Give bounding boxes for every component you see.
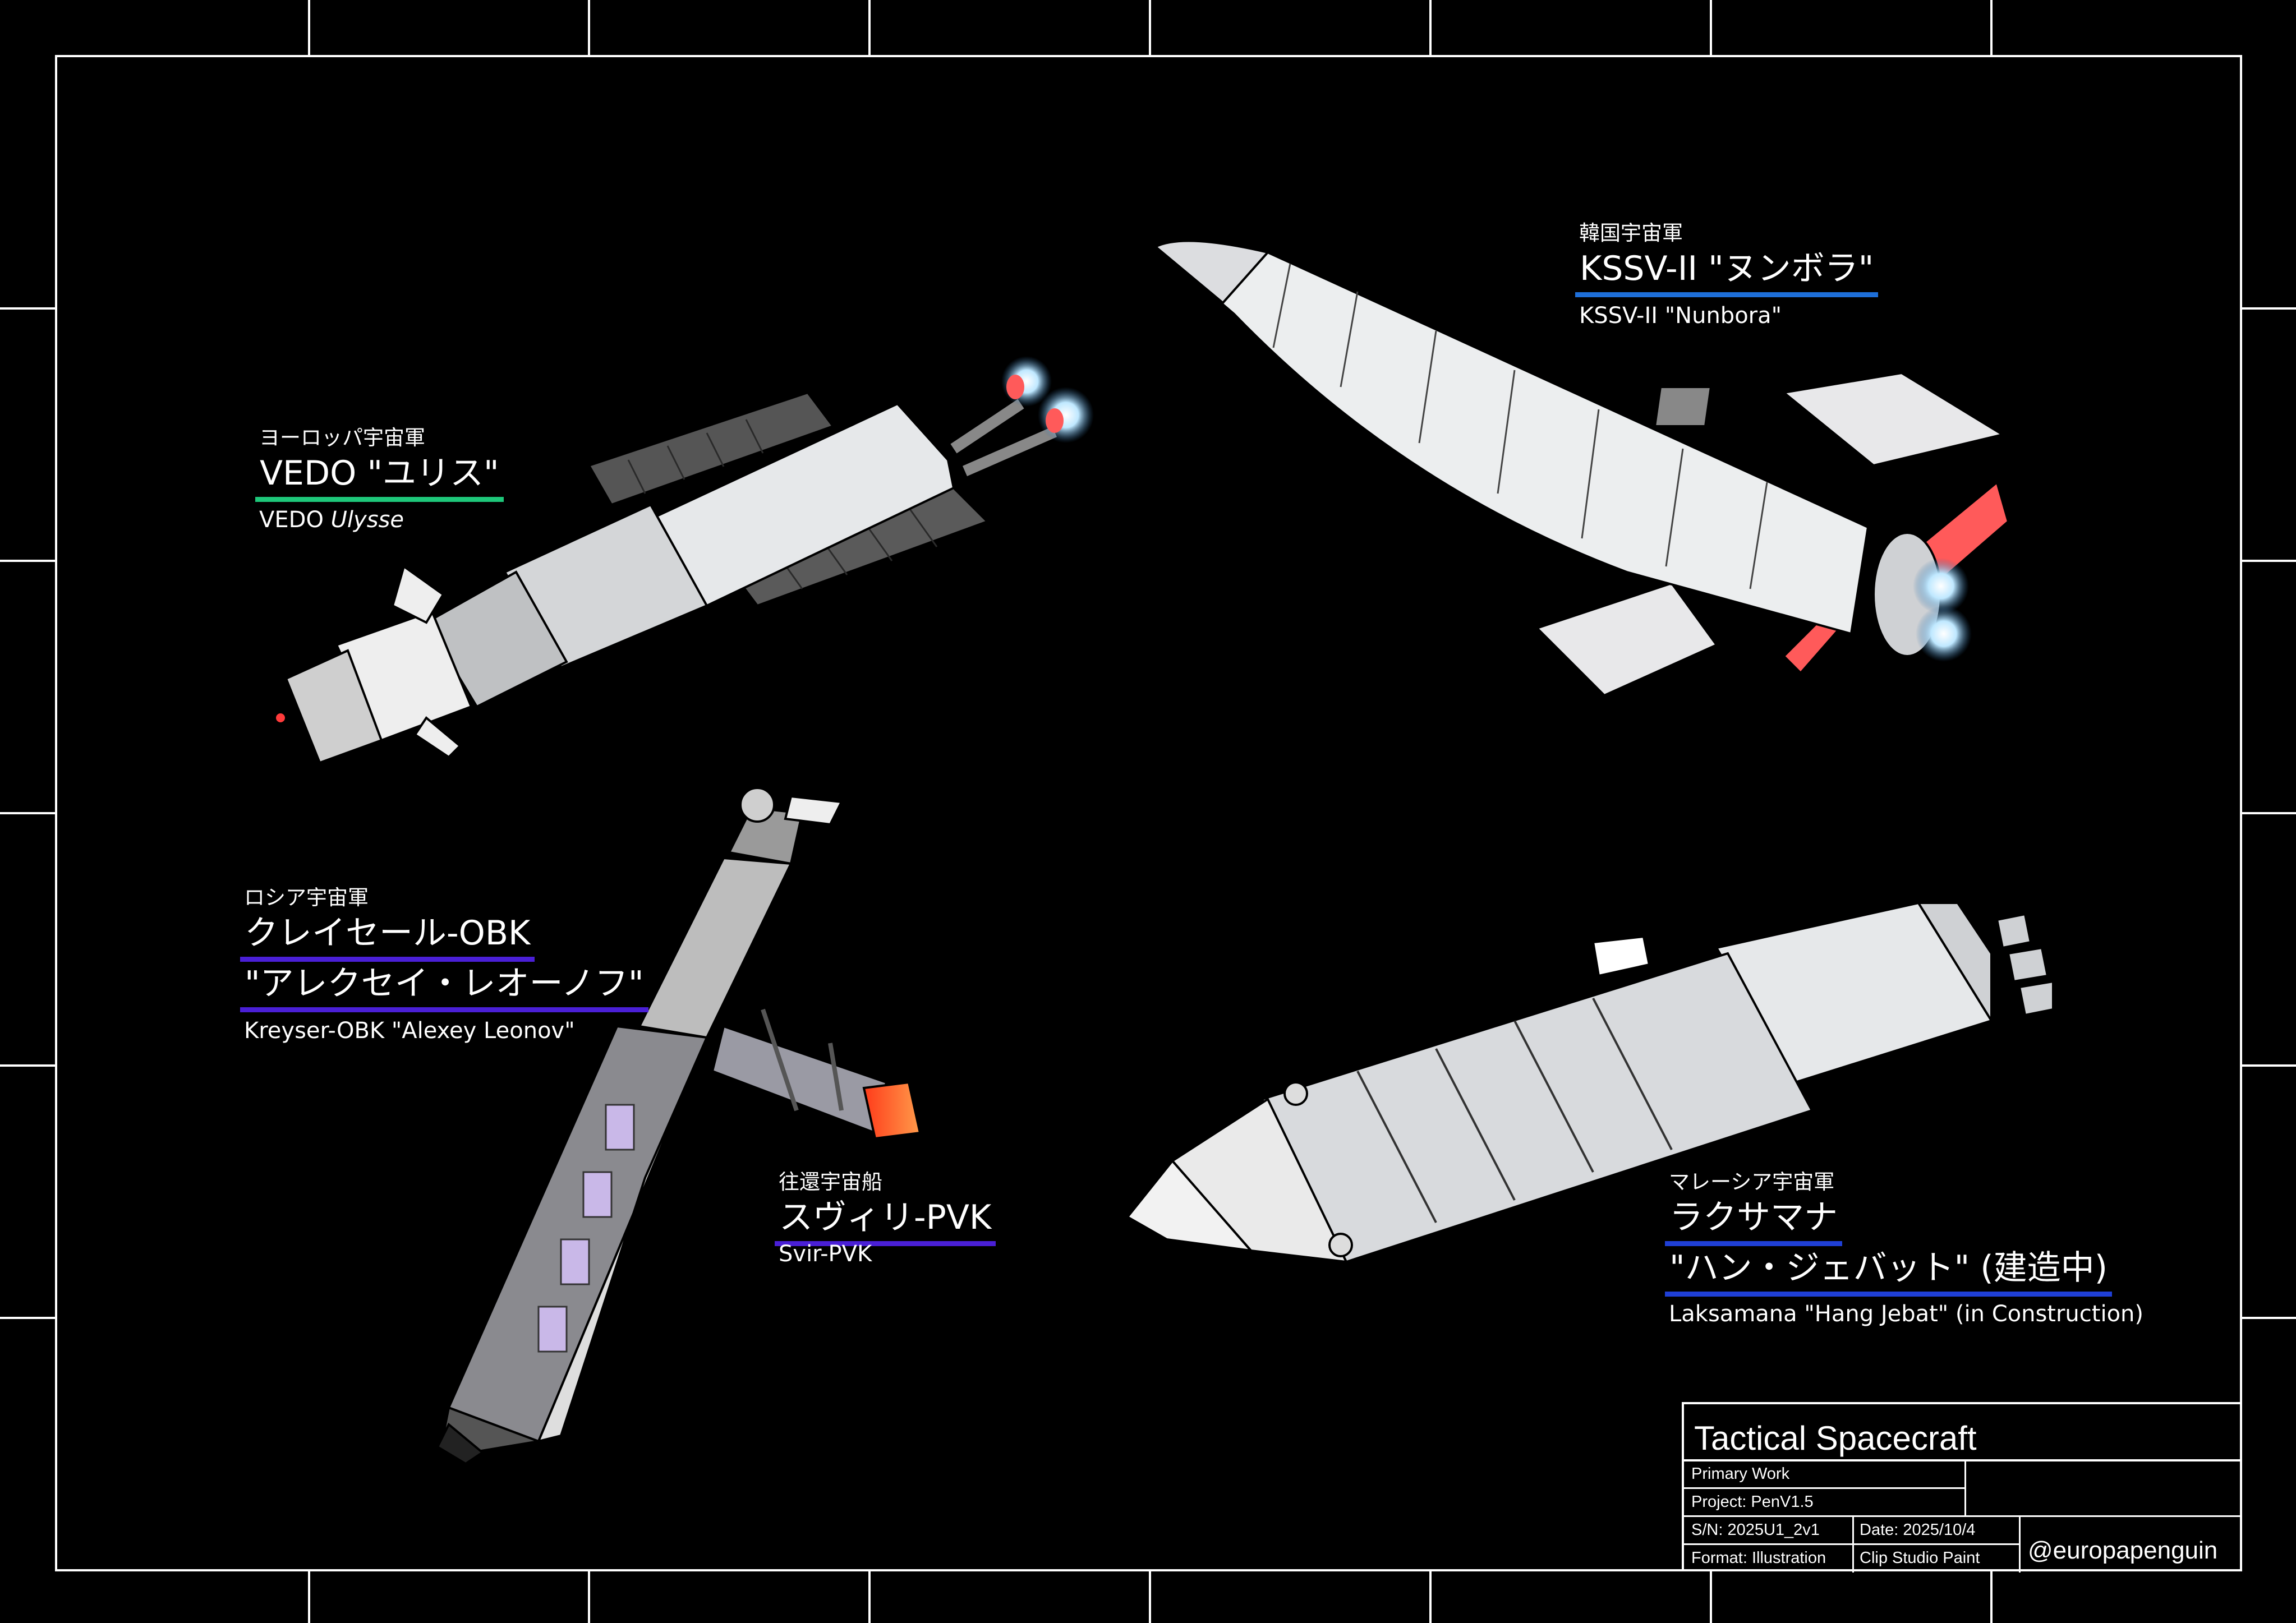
vedo-ulysse-illustration — [274, 391, 1057, 764]
russia-name-line1-text: クレイセール-OBK — [240, 913, 535, 962]
kssv-engine-plumes — [1913, 558, 1972, 662]
vedo-name-label: VEDO "ユリス" — [255, 453, 504, 502]
malaysia-name-line2: "ハン・ジェバット" (建造中) — [1665, 1248, 2113, 1297]
title-block-handle: @europapenguin — [2028, 1537, 2218, 1564]
svir-pvk-illustration — [711, 1008, 922, 1140]
russia-name-line2-text: "アレクセイ・レオーノフ" — [240, 963, 648, 1012]
vedo-sub-italic: Ulysse — [330, 507, 404, 533]
title-block — [1682, 1402, 2241, 1573]
malaysia-name-line1: ラクサマナ — [1665, 1197, 1842, 1246]
malaysia-agency-label: マレーシア宇宙軍 — [1669, 1170, 1835, 1194]
title-block-date: Date: 2025/10/4 — [1860, 1521, 1976, 1539]
svir-name-label: スヴィリ-PVK — [775, 1197, 996, 1246]
vedo-sub-prefix: VEDO — [259, 507, 331, 533]
title-block-software: Clip Studio Paint — [1860, 1549, 1980, 1567]
title-block-work: Primary Work — [1691, 1465, 1790, 1483]
title-block-sn: S/N: 2025U1_2v1 — [1691, 1521, 1820, 1539]
kssv-name-text: KSSV-II "ヌンボラ" — [1575, 248, 1879, 297]
vedo-engine-plumes — [1001, 356, 1094, 443]
kssv-agency-label: 韓国宇宙軍 — [1579, 221, 1683, 245]
svir-subtitle: Svir-PVK — [779, 1241, 872, 1267]
russia-name-line2: "アレクセイ・レオーノフ" — [240, 963, 648, 1012]
svir-agency-label: 往還宇宙船 — [779, 1170, 882, 1194]
malaysia-name-line2-text: "ハン・ジェバット" (建造中) — [1665, 1248, 2113, 1297]
title-block-format: Format: Illustration — [1691, 1549, 1826, 1567]
russia-subtitle: Kreyser-OBK "Alexey Leonov" — [244, 1018, 575, 1044]
kssv-subtitle: KSSV-II "Nunbora" — [1579, 303, 1782, 329]
vedo-name-text: VEDO "ユリス" — [255, 453, 504, 502]
title-block-title: Tactical Spacecraft — [1694, 1419, 1977, 1457]
russia-agency-label: ロシア宇宙軍 — [244, 886, 369, 910]
russia-name-line1: クレイセール-OBK — [240, 913, 535, 962]
malaysia-subtitle: Laksamana "Hang Jebat" (in Construction) — [1669, 1301, 2143, 1327]
malaysia-name-line1-text: ラクサマナ — [1665, 1197, 1842, 1246]
title-block-project: Project: PenV1.5 — [1691, 1493, 1814, 1511]
laksamana-illustration — [1125, 901, 2054, 1264]
vedo-subtitle: VEDO Ulysse — [259, 507, 404, 533]
vedo-agency-label: ヨーロッパ宇宙軍 — [259, 426, 425, 450]
svir-name-text: スヴィリ-PVK — [775, 1197, 996, 1246]
kssv-name-label: KSSV-II "ヌンボラ" — [1575, 248, 1879, 297]
kreyser-obk-illustration — [436, 787, 844, 1465]
